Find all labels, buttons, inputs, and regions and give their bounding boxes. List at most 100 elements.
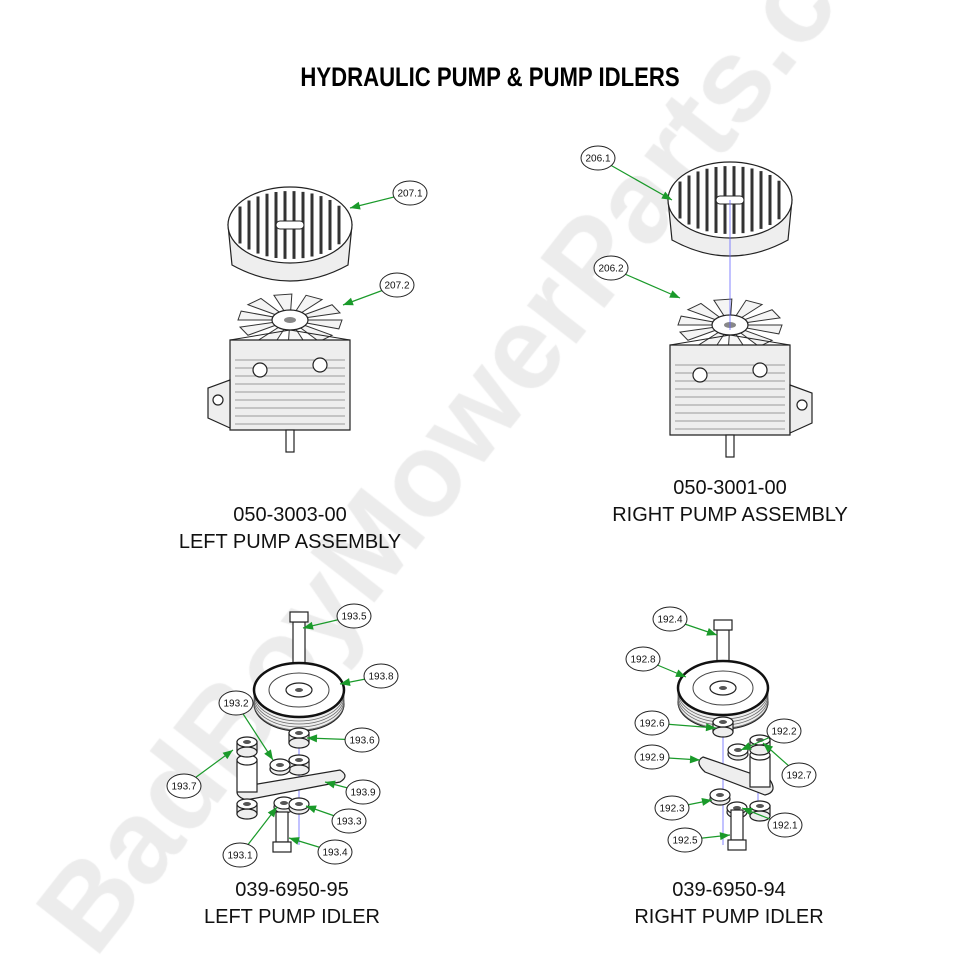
arm-pivot [796,399,808,411]
spacer [236,808,258,820]
bolt [289,611,309,668]
spacer [236,746,258,758]
callout-bubble [363,663,399,689]
arrowhead-icon [222,750,233,760]
callout-bubble [593,255,629,281]
callout-bubble [781,762,817,788]
bolt-head [272,841,292,853]
assembly-name: LEFT PUMP IDLER [204,906,380,928]
callout-192-9: 192.9 [634,744,701,770]
callout-192-3: 192.3 [654,795,713,821]
arrowhead-icon [325,780,336,789]
spacer [288,737,310,749]
pulley [676,659,770,730]
callout-label: 193.4 [322,848,347,859]
port [312,357,328,373]
housing-edge [669,334,791,346]
callout-label: 193.5 [341,612,366,623]
bolt-head [289,611,309,623]
bolt-shank [275,811,289,843]
arrowhead-icon [340,678,351,687]
callout-bubble [166,773,202,799]
fan-shroud [227,186,353,282]
arrowhead-icon [706,627,717,636]
callout-label: 193.2 [223,699,248,710]
callout-bubble [336,603,372,629]
callout-label: 192.1 [772,821,797,832]
callout-bubble [625,646,661,672]
callout-label: 206.2 [598,264,623,275]
callout-193-7: 193.7 [166,749,234,799]
assembly-name: RIGHT PUMP ASSEMBLY [612,504,848,526]
pulley [252,661,346,732]
assembly-name: LEFT PUMP ASSEMBLY [178,531,402,553]
callout-192-5: 192.5 [667,827,731,853]
callout-bubble [634,744,670,770]
output-shaft [285,429,295,453]
callout-label: 206.1 [585,154,610,165]
arrowhead-icon [307,734,318,743]
arrowhead-icon [705,723,716,732]
left-idler-caption: 039-6950-95 LEFT PUMP IDLER [112,877,472,931]
callout-bubble [392,180,428,206]
callout-bubble [652,606,688,632]
callout-193-8: 193.8 [339,663,399,689]
callout-193-9: 193.9 [324,779,381,805]
callout-192-1: 192.1 [741,807,803,838]
output-shaft [725,434,735,458]
callout-bubble [331,808,367,834]
pulley-bore [719,686,727,690]
nut-bore [280,801,288,805]
callout-bubble [218,690,254,716]
arrowhead-icon [661,191,672,200]
callout-193-2: 193.2 [218,690,274,761]
callout-207-2: 207.2 [342,272,415,306]
callout-bubble [667,827,703,853]
bolt-head [713,619,733,631]
arrowhead-icon [701,798,712,806]
arrowhead-icon [306,805,317,814]
callout-label: 192.8 [630,655,655,666]
spacer-bore [719,720,727,724]
callout-206-2: 206.2 [593,255,681,299]
right-pump-caption: 050-3001-00 RIGHT PUMP ASSEMBLY [550,475,910,529]
callout-label: 193.3 [336,817,361,828]
callout-193-3: 193.3 [305,805,367,834]
callout-bubble [344,727,380,753]
housing-edge [229,329,351,341]
arrowhead-icon [675,669,686,677]
port [752,362,768,378]
bolt-head [727,839,747,851]
part-number: 050-3001-00 [673,477,787,499]
callout-bubble [580,145,616,171]
arrowhead-icon [350,201,361,210]
spacer-bore [756,804,764,808]
pulley-bore [295,688,303,692]
callout-label: 207.2 [384,281,409,292]
callout-bubble [766,718,802,744]
callout-193-4: 193.4 [288,837,353,865]
callout-bubble [222,842,258,868]
callout-192-2: 192.2 [740,718,802,751]
pulley-face [692,670,754,706]
callout-label: 193.1 [227,851,252,862]
spacer-bore [243,802,251,806]
callout-label: 192.6 [639,719,664,730]
port [692,367,708,383]
nut-bore [734,748,742,752]
spacer-bore [243,740,251,744]
left-pump-caption: 050-3003-00 LEFT PUMP ASSEMBLY [110,502,470,556]
arrowhead-icon [289,837,300,845]
spacer-bore [295,731,303,735]
arrowhead-icon [267,807,277,818]
spacer [288,764,310,776]
callout-bubble [317,839,353,865]
callout-label: 193.6 [349,736,374,747]
callout-192-6: 192.6 [634,710,717,736]
callout-bubble [345,779,381,805]
callout-bubble [654,795,690,821]
arrowhead-icon [669,290,680,298]
shroud-badge [275,220,305,230]
